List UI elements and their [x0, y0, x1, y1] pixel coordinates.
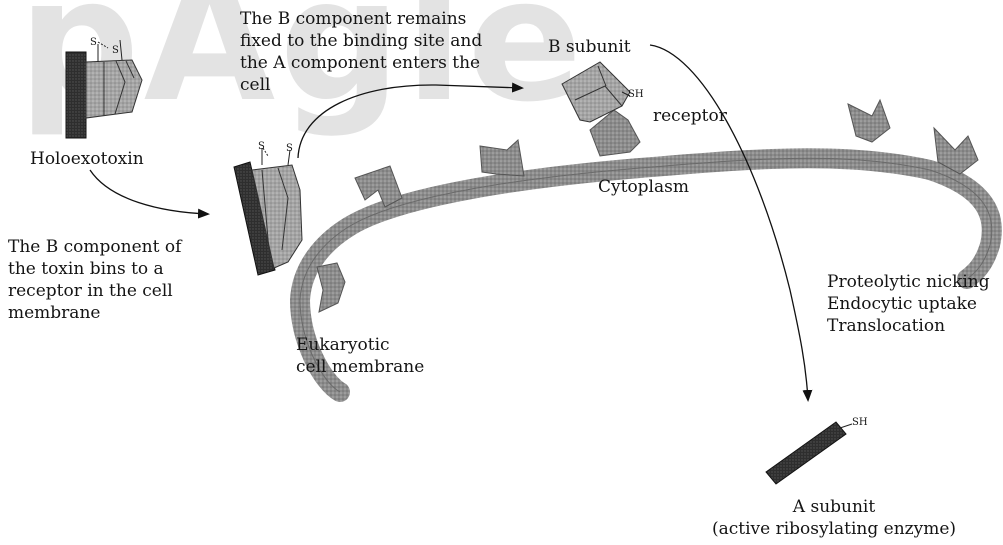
a-subunit-shape	[766, 422, 852, 484]
receptor-label: receptor	[653, 105, 727, 127]
cytoplasm-label: Cytoplasm	[598, 176, 689, 198]
receptor-1	[317, 263, 345, 312]
disulfide-s-label-2: S	[112, 40, 119, 62]
holoexotoxin-shape	[66, 40, 142, 138]
arrow-holo-to-membrane	[90, 170, 208, 214]
receptor-2	[355, 166, 402, 207]
receptor-5	[848, 100, 890, 142]
bound-toxin-shape	[234, 148, 302, 275]
disulfide-s-label-1: S	[90, 32, 97, 54]
sh-label-a: SH	[852, 412, 868, 434]
b-subunit-shape	[562, 62, 630, 122]
arrow-b-subunit-to-a	[650, 45, 808, 400]
disulfide-s-label-4: S	[286, 138, 293, 160]
sh-label-b: SH	[628, 84, 644, 106]
b-remains-caption: The B component remains fixed to the bin…	[240, 8, 482, 96]
process-steps-label: Proteolytic nicking Endocytic uptake Tra…	[827, 271, 990, 337]
b-binding-caption: The B component of the toxin bins to a r…	[8, 236, 181, 324]
receptor-3	[480, 140, 524, 176]
disulfide-s-label-3: S	[258, 136, 265, 158]
b-subunit-label: B subunit	[548, 36, 631, 58]
holoexotoxin-label: Holoexotoxin	[30, 148, 144, 170]
a-subunit-label: A subunit (active ribosylating enzyme)	[684, 496, 984, 540]
membrane-label: Eukaryotic cell membrane	[296, 334, 424, 378]
